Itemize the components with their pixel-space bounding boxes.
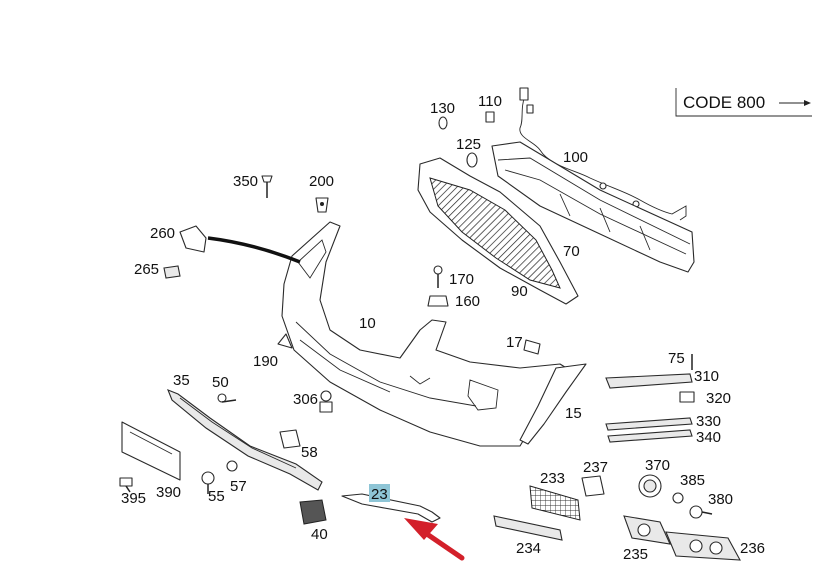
- label-10: 10: [359, 315, 376, 332]
- label-390: 390: [156, 484, 181, 501]
- grille-90: [417, 157, 579, 305]
- label-234: 234: [516, 540, 541, 557]
- highlight-box-23: [369, 484, 390, 502]
- label-57: 57: [230, 478, 247, 495]
- label-330: 330: [696, 413, 721, 430]
- small-parts: [119, 111, 713, 525]
- trim-parts: [493, 485, 741, 561]
- code-800-box: CODE 800: [675, 88, 812, 117]
- label-130: 130: [430, 100, 455, 117]
- label-125: 125: [456, 136, 481, 153]
- label-100: 100: [563, 149, 588, 166]
- label-236: 236: [740, 540, 765, 557]
- code-800-label: CODE 800: [683, 93, 765, 112]
- trim-strip-15: [519, 363, 587, 445]
- label-237: 237: [583, 459, 608, 476]
- label-380: 380: [708, 491, 733, 508]
- label-395: 395: [121, 490, 146, 507]
- label-90: 90: [511, 283, 528, 300]
- label-23: 23: [371, 486, 388, 503]
- part-23-molding: [341, 493, 441, 523]
- label-160: 160: [455, 293, 480, 310]
- red-pointer-arrow: [404, 518, 465, 561]
- label-260: 260: [150, 225, 175, 242]
- label-306: 306: [293, 391, 318, 408]
- label-170: 170: [449, 271, 474, 288]
- label-233: 233: [540, 470, 565, 487]
- bumper-cover-10: [281, 221, 577, 447]
- label-320: 320: [706, 390, 731, 407]
- impact-absorber-70: [491, 141, 695, 273]
- label-310: 310: [694, 368, 719, 385]
- label-190: 190: [253, 353, 278, 370]
- label-15: 15: [565, 405, 582, 422]
- label-70: 70: [563, 243, 580, 260]
- label-340: 340: [696, 429, 721, 446]
- label-200: 200: [309, 173, 334, 190]
- label-40: 40: [311, 526, 328, 543]
- label-58: 58: [301, 444, 318, 461]
- label-370: 370: [645, 457, 670, 474]
- label-385: 385: [680, 472, 705, 489]
- label-235: 235: [623, 546, 648, 563]
- label-50: 50: [212, 374, 229, 391]
- label-75: 75: [668, 350, 685, 367]
- label-110: 110: [478, 93, 502, 110]
- lower-bracket-35: [167, 389, 323, 491]
- plate-holder-390: [121, 421, 181, 481]
- label-55: 55: [208, 488, 225, 505]
- label-350: 350: [233, 173, 258, 190]
- label-265: 265: [134, 261, 159, 278]
- label-35: 35: [173, 372, 190, 389]
- label-17: 17: [506, 334, 523, 351]
